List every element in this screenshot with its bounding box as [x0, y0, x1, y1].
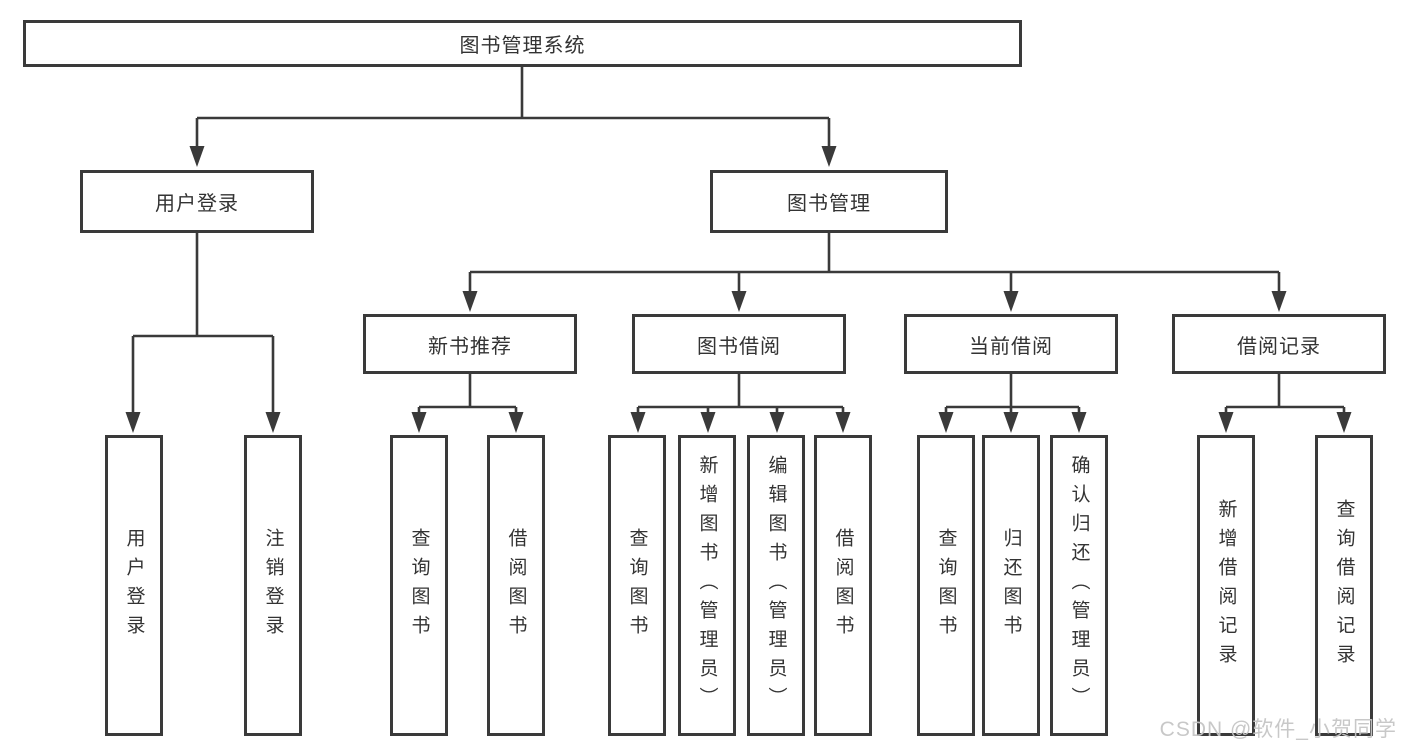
leaf-borrow-books-1-label: 借阅图书	[505, 527, 527, 644]
leaf-borrow-books-2: 借阅图书	[814, 435, 872, 736]
node-book-mgmt-label: 图书管理	[787, 193, 871, 215]
leaf-query-borrow-record-label: 查询借阅记录	[1333, 498, 1355, 673]
leaf-query-books-1-label: 查询图书	[408, 527, 430, 644]
leaf-return-books-label: 归还图书	[1000, 527, 1022, 644]
leaf-query-books-2: 查询图书	[608, 435, 666, 736]
leaf-borrow-books-2-label: 借阅图书	[832, 527, 854, 644]
node-user-login: 用户登录	[80, 170, 314, 233]
node-borrow-records: 借阅记录	[1172, 314, 1386, 374]
leaf-query-books-1: 查询图书	[390, 435, 448, 736]
node-book-mgmt: 图书管理	[710, 170, 948, 233]
node-book-borrow: 图书借阅	[632, 314, 846, 374]
leaf-query-borrow-record: 查询借阅记录	[1315, 435, 1373, 736]
node-book-borrow-label: 图书借阅	[697, 335, 781, 358]
leaf-query-books-2-label: 查询图书	[626, 527, 648, 644]
node-current-borrow: 当前借阅	[904, 314, 1118, 374]
leaf-user-login: 用户登录	[105, 435, 163, 736]
leaf-edit-books-admin-label: 编辑图书（管理员）	[765, 455, 787, 716]
leaf-add-borrow-record: 新增借阅记录	[1197, 435, 1255, 736]
leaf-add-borrow-record-label: 新增借阅记录	[1215, 498, 1237, 673]
leaf-add-books-admin: 新增图书（管理员）	[678, 435, 736, 736]
leaf-logout-label: 注销登录	[262, 527, 284, 644]
leaf-user-login-label: 用户登录	[123, 527, 145, 644]
node-new-book-recommend: 新书推荐	[363, 314, 577, 374]
leaf-borrow-books-1: 借阅图书	[487, 435, 545, 736]
node-user-login-label: 用户登录	[155, 193, 239, 215]
leaf-return-books: 归还图书	[982, 435, 1040, 736]
leaf-edit-books-admin: 编辑图书（管理员）	[747, 435, 805, 736]
node-new-book-recommend-label: 新书推荐	[428, 335, 512, 358]
leaf-confirm-return-admin: 确认归还（管理员）	[1050, 435, 1108, 736]
leaf-query-books-3-label: 查询图书	[935, 527, 957, 644]
leaf-confirm-return-admin-label: 确认归还（管理员）	[1068, 455, 1090, 716]
node-current-borrow-label: 当前借阅	[969, 335, 1053, 358]
node-borrow-records-label: 借阅记录	[1237, 335, 1321, 358]
node-root-label: 图书管理系统	[459, 35, 586, 57]
leaf-logout: 注销登录	[244, 435, 302, 736]
leaf-add-books-admin-label: 新增图书（管理员）	[696, 455, 718, 716]
leaf-query-books-3: 查询图书	[917, 435, 975, 736]
node-root: 图书管理系统	[23, 20, 1022, 67]
